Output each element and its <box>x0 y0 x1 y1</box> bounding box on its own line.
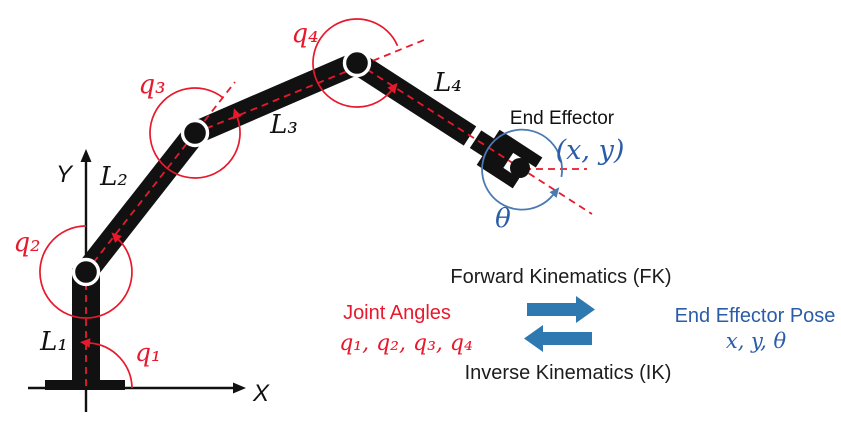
label-q4: q₄ <box>291 19 318 49</box>
q2-arc-arrow-icon <box>111 232 122 243</box>
link-labels: L₁ L₂ L₃ L₄ <box>39 68 462 357</box>
y-axis-arrow-icon <box>80 149 92 162</box>
theta-arc-arrow-icon <box>549 187 560 198</box>
q2-angle-arc <box>39 225 133 319</box>
y-axis-label: Y <box>56 161 74 188</box>
joint-pivots <box>71 48 530 287</box>
centerline-l2-extension <box>85 81 236 273</box>
end-effector-gripper <box>476 129 543 189</box>
q1-angle-arc <box>89 342 133 389</box>
end-effector-point <box>510 158 530 178</box>
label-q3: q₃ <box>138 70 165 100</box>
joint-3-pivot <box>180 118 210 148</box>
centerline-l4-extension <box>356 62 593 215</box>
label-q2: q₂ <box>13 228 40 258</box>
joint-angles-title: Joint Angles <box>343 302 451 324</box>
end-effector-position-label: (x, y) <box>556 135 625 166</box>
inverse-kinematics-label: Inverse Kinematics (IK) <box>465 362 672 384</box>
x-axis-label: X <box>252 380 270 407</box>
theta-arc-path <box>481 128 563 211</box>
end-effector-pose-values: x, y, θ <box>726 329 787 353</box>
joint-angle-arrowheads <box>80 82 398 348</box>
kinematics-legend: Forward Kinematics (FK) Inverse Kinemati… <box>339 266 835 384</box>
label-l4: L₄ <box>433 68 462 98</box>
end-effector-pose-title: End Effector Pose <box>675 305 836 327</box>
label-q1: q₁ <box>135 338 161 367</box>
fk-right-arrow-icon <box>527 296 595 323</box>
label-l2: L₂ <box>99 162 128 192</box>
x-axis-arrow-icon <box>233 382 246 394</box>
q3-angle-arc <box>149 87 241 179</box>
forward-kinematics-label: Forward Kinematics (FK) <box>450 266 671 288</box>
theta-angle-arc <box>481 128 563 211</box>
joint-4-pivot <box>342 48 372 78</box>
label-l3: L₃ <box>269 110 298 140</box>
label-l1: L₁ <box>39 327 68 357</box>
joint-angle-arcs <box>39 18 399 389</box>
joint-2-pivot <box>71 257 101 287</box>
end-effector-title: End Effector <box>510 108 615 129</box>
q4-arc-arrow-icon <box>387 82 398 94</box>
joint-angles-values: q₁, q₂, q₃, q₄ <box>339 331 473 356</box>
joint-labels: q₁ q₂ q₃ q₄ <box>13 19 318 367</box>
q3-arc-arrow-icon <box>232 108 242 120</box>
q4-angle-arc <box>312 18 399 108</box>
q1-arc-arrow-icon <box>80 338 91 348</box>
ik-left-arrow-icon <box>524 325 592 352</box>
end-effector-orientation-label: θ <box>495 204 511 234</box>
